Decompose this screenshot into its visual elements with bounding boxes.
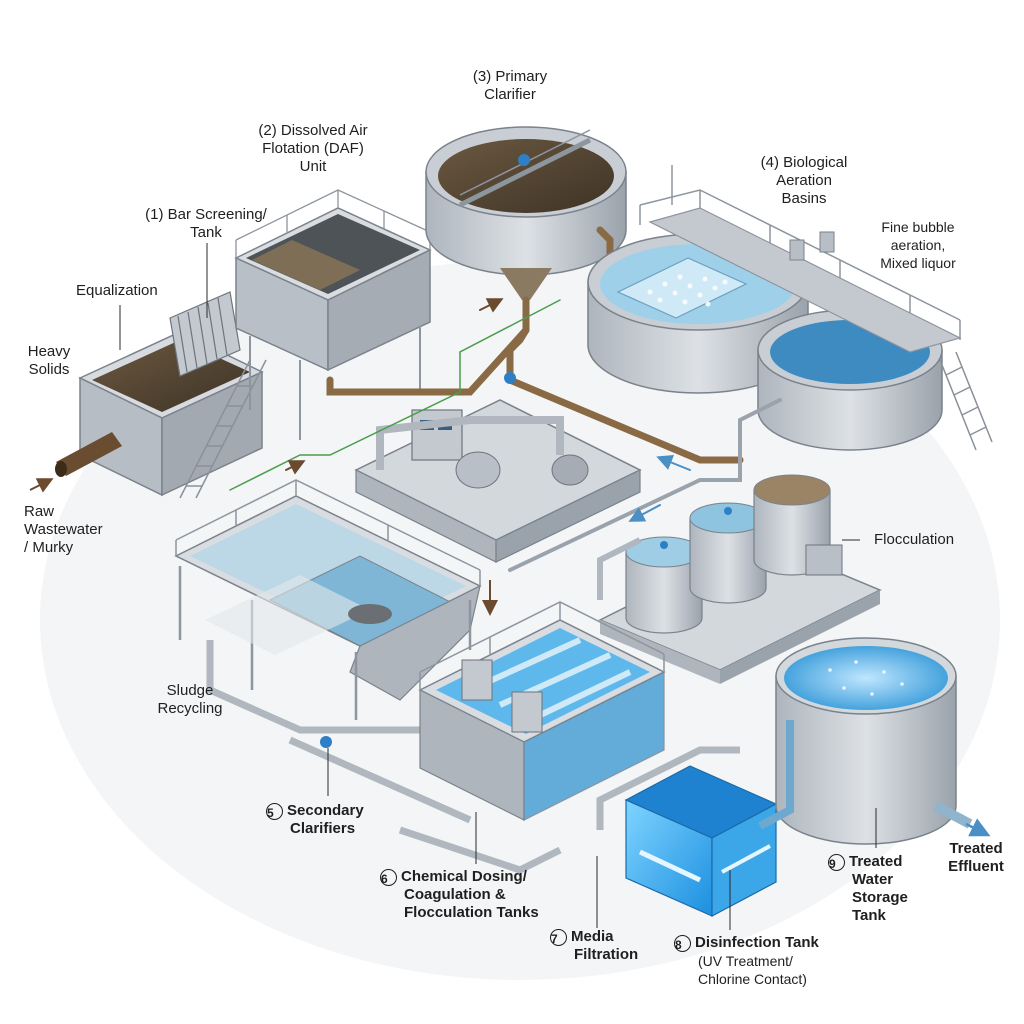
flocculation-tanks (597, 474, 882, 684)
label-biological-aeration: (4) Biological Aeration Basins (742, 154, 866, 208)
label-line: Recycling (157, 700, 223, 717)
step-number-badge: 7 (550, 928, 567, 946)
label-line: Wastewater (24, 521, 103, 538)
label-line: Raw (24, 503, 55, 520)
step-number-badge: 8 (674, 934, 691, 952)
label-sludge-recycling: Sludge Recycling (148, 682, 232, 718)
label-heavy-solids: Heavy Solids (20, 343, 78, 379)
label-flocculation: Flocculation (874, 531, 954, 549)
label-line: Flotation (DAF) (262, 140, 364, 157)
chemical-dosing-filtration (288, 601, 666, 874)
return-lines (229, 298, 782, 572)
label-line: Water (852, 871, 894, 888)
secondary-clarifiers (174, 479, 498, 748)
treated-storage-tank (758, 637, 991, 845)
label-fine-bubble: Fine bubble aeration, Mixed liquor (866, 218, 970, 272)
label-line: Treated (849, 853, 903, 870)
label-line: Heavy (27, 343, 71, 360)
step-number-badge: 9 (828, 853, 845, 871)
label-line: Treated (949, 840, 1003, 857)
label-line: Secondary (287, 802, 364, 819)
label-line: Chlorine Contact) (698, 971, 807, 987)
label-line: Coagulation & (404, 886, 506, 903)
label-line: (1) Bar Screening/ (145, 206, 267, 223)
label-line: Flocculation (874, 531, 955, 548)
label-line: Clarifier (484, 86, 536, 103)
leader-lines (119, 243, 877, 930)
label-line: (2) Dissolved Air (258, 122, 368, 139)
label-line: Unit (299, 158, 327, 175)
label-line: (UV Treatment/ (698, 953, 793, 969)
primary-clarifier (425, 126, 627, 300)
pump-skid (354, 372, 642, 563)
label-line: Effluent (948, 858, 1004, 875)
label-line: Mixed liquor (880, 255, 956, 271)
daf-unit (234, 189, 432, 440)
label-line: Fine bubble (881, 219, 955, 235)
label-line: Disinfection Tank (695, 934, 819, 951)
label-line: Sludge (166, 682, 214, 699)
label-line: Chemical Dosing/ (401, 868, 527, 885)
label-line: Aeration (776, 172, 832, 189)
label-line: (3) Primary (472, 68, 548, 85)
step-number-badge: 5 (266, 802, 283, 820)
label-daf-unit: (2) Dissolved Air Flotation (DAF) Unit (238, 122, 388, 176)
step-number-badge: 6 (380, 868, 397, 886)
label-line: / Murky (24, 539, 74, 556)
label-bar-screening: (1) Bar Screening/ Tank (118, 206, 294, 242)
label-line: Basins (781, 190, 827, 207)
label-line: Clarifiers (290, 820, 356, 837)
label-line: Tank (852, 907, 886, 924)
label-primary-clarifier: (3) Primary Clarifier (450, 68, 570, 104)
label-line: (4) Biological (760, 154, 848, 171)
label-line: Filtration (574, 946, 639, 963)
label-raw-wastewater: Raw Wastewater / Murky (24, 503, 103, 557)
bar-screening-tank (29, 291, 267, 499)
label-treated-effluent: Treated Effluent (940, 840, 1012, 876)
label-line: Solids (28, 361, 70, 378)
label-line: aeration, (890, 237, 946, 253)
label-line: Storage (852, 889, 908, 906)
label-line: Tank (190, 224, 222, 241)
label-equalization: Equalization (76, 282, 158, 300)
label-line: Media (571, 928, 614, 945)
label-line: Flocculation Tanks (404, 904, 539, 921)
biological-aeration-basins (587, 165, 993, 451)
label-line: Equalization (76, 282, 158, 299)
